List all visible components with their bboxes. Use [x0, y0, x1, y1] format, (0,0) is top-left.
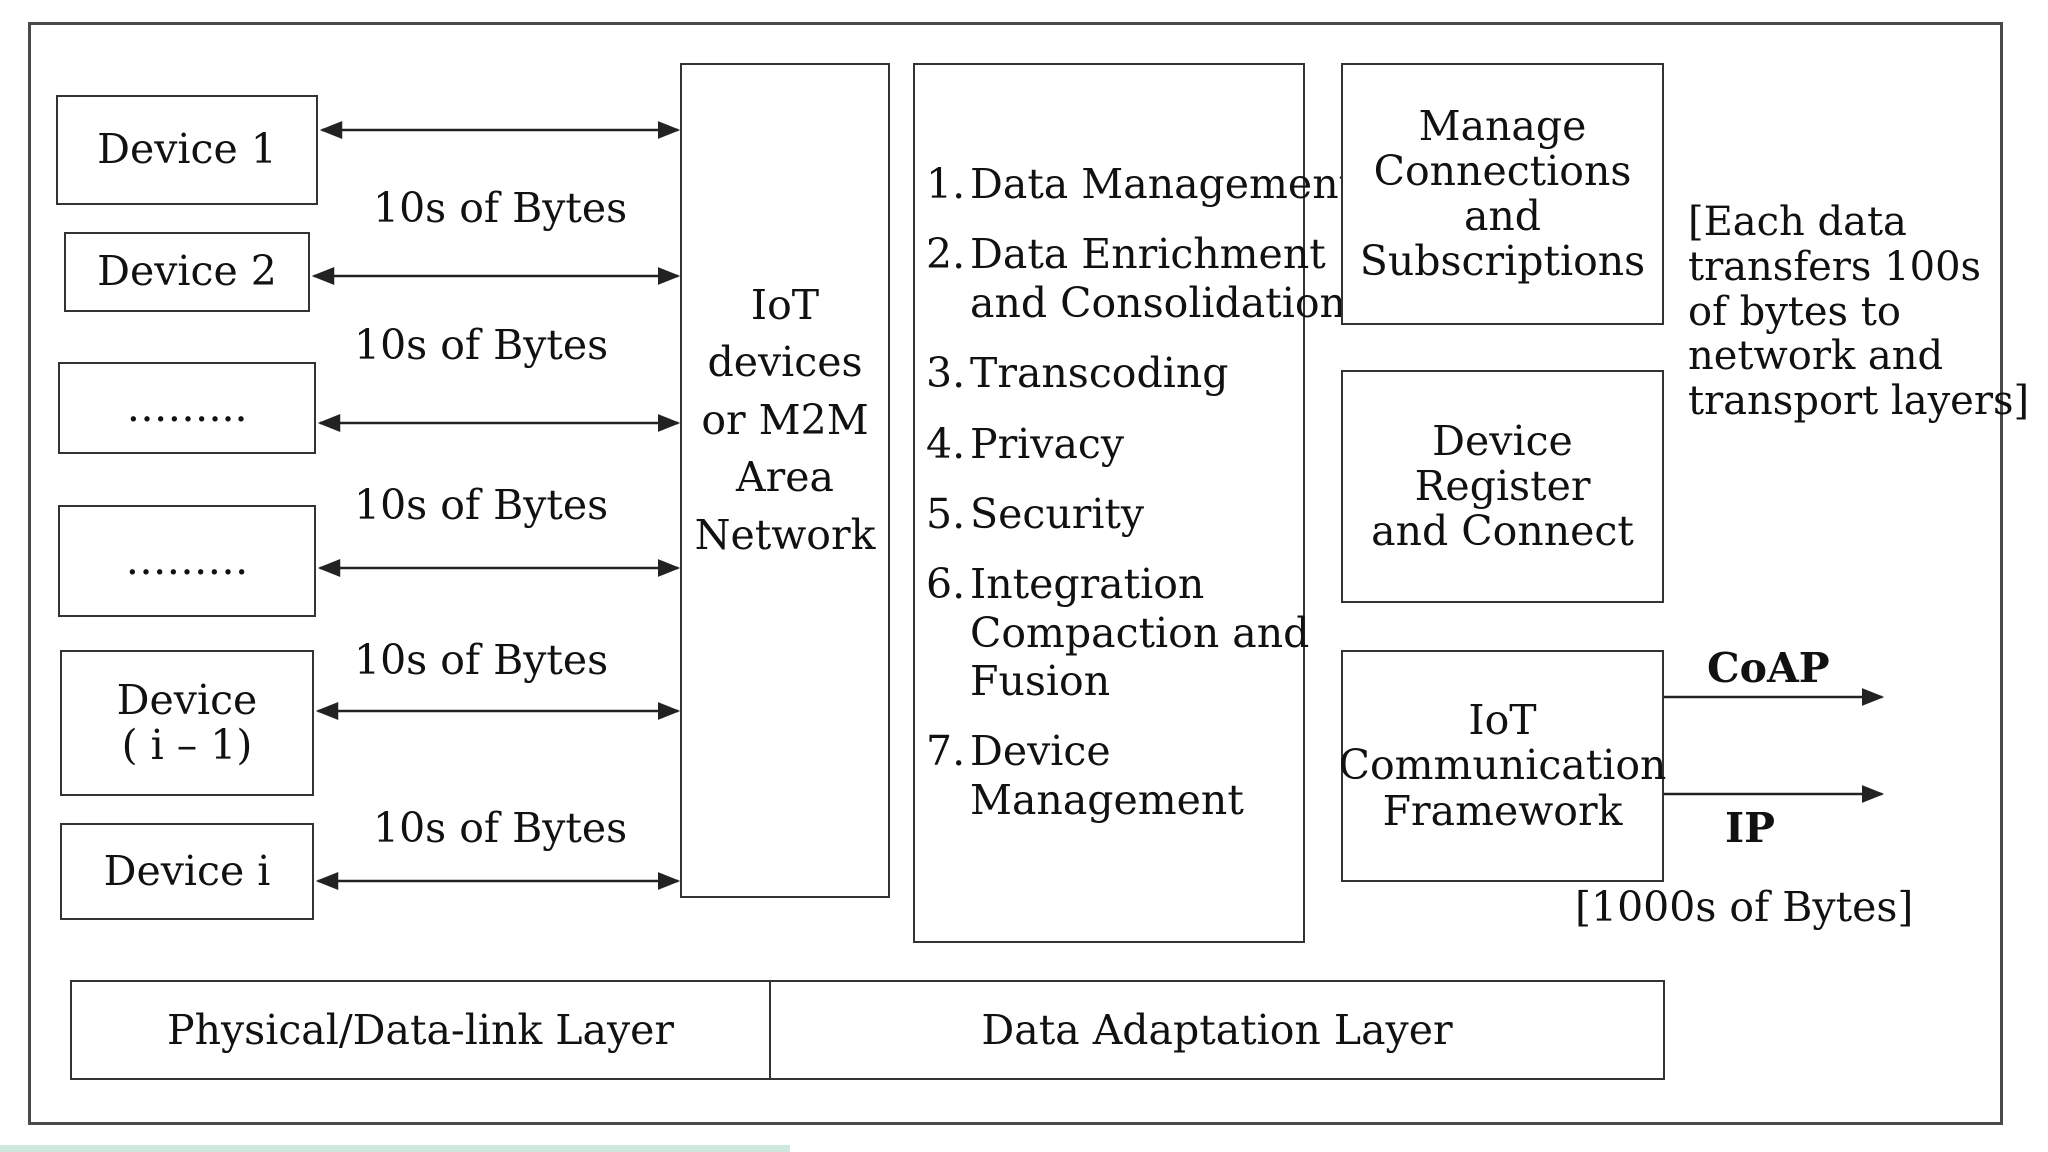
data-functions-box: [913, 63, 1305, 943]
function-item: 4.Privacy: [926, 420, 1355, 468]
coap-label: CoAP: [1707, 644, 1830, 692]
device-3-box: ……...: [58, 362, 316, 454]
function-number: 3.: [926, 349, 966, 398]
device-i-minus-1-label: Device ( i – 1): [116, 675, 258, 769]
link-label-5: 10s of Bytes: [373, 804, 628, 852]
function-number: 7.: [926, 727, 966, 776]
device-3-label: ……...: [126, 383, 248, 432]
scroll-indicator: [0, 1145, 790, 1152]
note-line: of bytes to: [1688, 288, 1901, 335]
data-functions-list: 1.Data Management 2.Data Enrichment and …: [926, 160, 1355, 846]
device-1-box: Device 1: [56, 95, 318, 205]
layer-bar: Physical/Data-link Layer Data Adaptation…: [70, 980, 1665, 1080]
adaptation-layer-cell: Data Adaptation Layer: [771, 982, 1663, 1078]
note-line: network and: [1688, 333, 1944, 380]
function-item: 3.Transcoding: [926, 349, 1355, 397]
physical-layer-label: Physical/Data-link Layer: [167, 1006, 674, 1054]
function-item: 1.Data Management: [926, 160, 1355, 208]
device-i-box: Device i: [60, 823, 314, 920]
function-item: 2.Data Enrichment and Consolidation: [926, 230, 1355, 327]
iot-framework-box: IoT Communication Framework: [1338, 650, 1667, 882]
data-transfer-note: [Each data transfers 100s of bytes to ne…: [1688, 200, 2029, 424]
function-number: 5.: [926, 489, 966, 538]
note-line: transfers 100s: [1688, 243, 1982, 290]
network-label: IoT devices or M2M Area Network: [694, 281, 876, 559]
function-text: Privacy: [970, 419, 1125, 468]
device-1-label: Device 1: [97, 125, 277, 174]
iot-framework-label: IoT Communication Framework: [1338, 696, 1667, 835]
physical-layer-cell: Physical/Data-link Layer: [72, 982, 771, 1078]
function-number: 1.: [926, 160, 966, 208]
device-i-minus-1-box: Device ( i – 1): [60, 650, 314, 796]
function-item: 5.Security: [926, 490, 1355, 538]
device-4-box: ………: [58, 505, 316, 617]
function-text: Transcoding: [970, 349, 1229, 398]
link-label-1: 10s of Bytes: [373, 184, 628, 232]
device-4-label: ………: [125, 536, 249, 585]
function-text: Device Management: [970, 727, 1244, 824]
function-text: Data Enrichment and Consolidation: [970, 230, 1346, 327]
function-text: Data Management: [970, 160, 1356, 208]
device-i-label: Device i: [103, 846, 271, 895]
network-box: IoT devices or M2M Area Network: [680, 63, 890, 898]
function-number: 4.: [926, 419, 966, 468]
device-2-label: Device 2: [97, 247, 277, 296]
ip-label: IP: [1725, 804, 1776, 852]
note-line: transport layers]: [1688, 378, 2030, 425]
device-register-box: Device Register and Connect: [1341, 370, 1664, 603]
function-number: 2.: [926, 230, 966, 279]
function-number: 6.: [926, 560, 966, 609]
function-text: Security: [970, 489, 1145, 538]
function-item: 6.Integration Compaction and Fusion: [926, 560, 1355, 705]
function-item: 7.Device Management: [926, 727, 1355, 824]
function-text: Integration Compaction and Fusion: [970, 560, 1310, 705]
manage-connections-label: Manage Connections and Subscriptions: [1359, 101, 1646, 286]
adaptation-layer-label: Data Adaptation Layer: [981, 1006, 1453, 1054]
diagram-frame: [28, 22, 2003, 1125]
device-register-label: Device Register and Connect: [1371, 416, 1634, 556]
note-line: [Each data: [1688, 199, 1907, 245]
manage-connections-box: Manage Connections and Subscriptions: [1341, 63, 1664, 325]
link-label-3: 10s of Bytes: [354, 481, 609, 529]
framework-bytes-label: [1000s of Bytes]: [1575, 883, 1914, 931]
link-label-2: 10s of Bytes: [354, 321, 609, 369]
device-2-box: Device 2: [64, 232, 310, 312]
link-label-4: 10s of Bytes: [354, 636, 609, 684]
